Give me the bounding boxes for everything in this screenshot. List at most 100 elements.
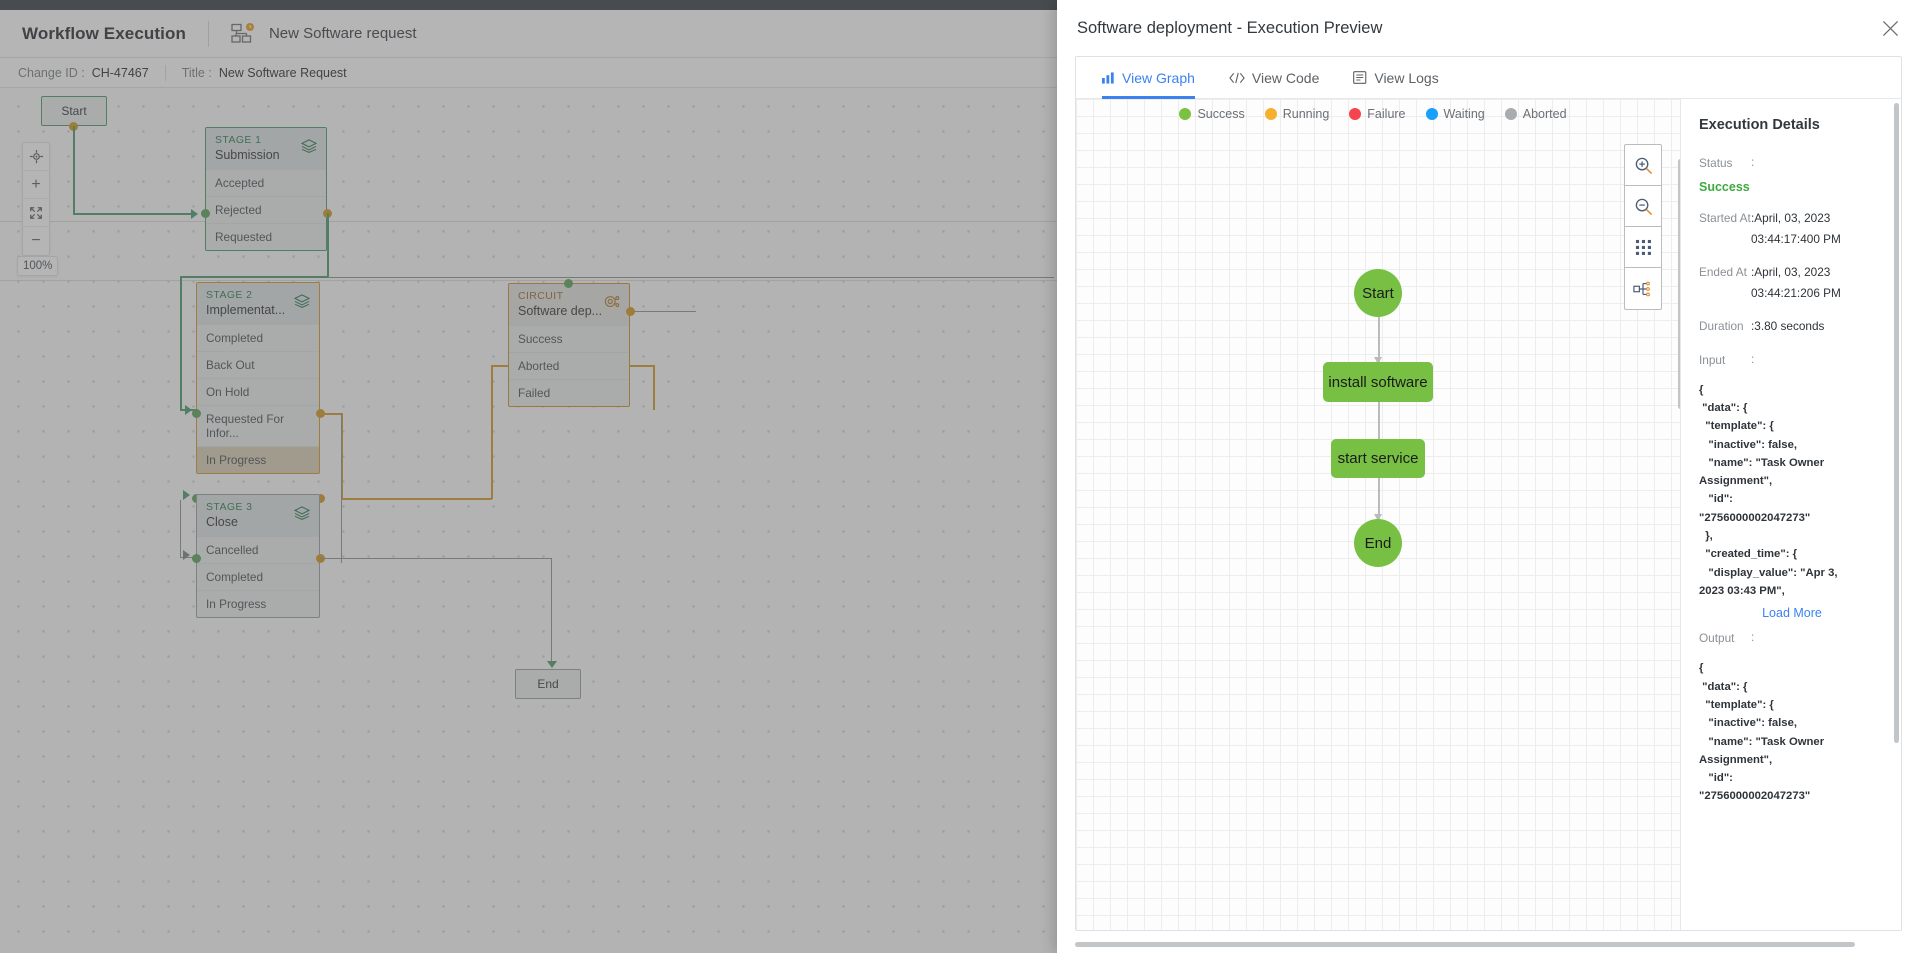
zoom-in-icon[interactable]: +	[22, 171, 50, 199]
circuit-row[interactable]: Success	[509, 325, 629, 352]
canvas-zoom-controls[interactable]: + −	[22, 142, 50, 256]
change-id-value: CH-47467	[91, 65, 149, 80]
hierarchy-icon[interactable]	[1625, 268, 1661, 309]
stage-card-2[interactable]: STAGE 2 Implementat... Completed Back Ou…	[196, 282, 320, 474]
stage-3-input-port[interactable]	[192, 554, 201, 563]
stage-3-row[interactable]: Completed	[197, 563, 319, 590]
input-colon: :	[1751, 351, 1755, 366]
execution-details-heading: Execution Details	[1699, 117, 1820, 133]
legend-label-aborted: Aborted	[1522, 107, 1567, 121]
modal-tabs: View Graph View Code	[1076, 57, 1901, 99]
details-scrollbar[interactable]	[1894, 103, 1899, 743]
code-icon	[1229, 72, 1245, 84]
circuit-row[interactable]: Failed	[509, 379, 629, 406]
input-json: { "data": { "template": { "inactive": fa…	[1699, 383, 1838, 597]
stage-2-input-port[interactable]	[192, 409, 201, 418]
stage-2-row[interactable]: On Hold	[197, 378, 319, 405]
detail-row-output: Output :	[1699, 630, 1885, 647]
flow-node-install-software[interactable]: install software	[1323, 362, 1433, 402]
stage-3-label: STAGE 3	[206, 501, 253, 513]
stage-2-name: Implementat...	[206, 303, 286, 317]
flow-node-end[interactable]: End	[1354, 519, 1402, 567]
logs-icon	[1353, 71, 1367, 84]
ended-at-time: 03:44:21:206 PM	[1751, 286, 1841, 301]
stage-1-row[interactable]: Rejected	[206, 196, 326, 223]
stage-3-row[interactable]: Cancelled	[197, 536, 319, 563]
detail-row-ended: Ended At :April, 03, 2023	[1699, 264, 1885, 281]
modal-horizontal-scrollbar[interactable]	[1075, 942, 1855, 947]
amber-conn-3	[341, 498, 492, 500]
zoom-level-label: 100%	[17, 256, 59, 276]
stage-2-output-port-2[interactable]	[316, 494, 325, 503]
flow-edge-2	[1378, 402, 1380, 446]
stage-1-row[interactable]: Requested	[206, 223, 326, 250]
zoom-out-icon[interactable]	[1625, 186, 1661, 227]
close-icon[interactable]	[1878, 16, 1902, 40]
connector-s2b-arrow	[183, 490, 190, 500]
stage-2-row[interactable]: Completed	[197, 324, 319, 351]
graph-pane[interactable]: Success Running Failure Waiting	[1076, 99, 1681, 930]
canvas-start-label: Start	[61, 104, 87, 118]
workflow-icon	[231, 22, 257, 45]
started-at-date: :April, 03, 2023	[1751, 211, 1831, 226]
flow-node-end-label: End	[1364, 534, 1392, 552]
tab-view-logs[interactable]: View Logs	[1353, 57, 1439, 99]
circuit-card[interactable]: CIRCUIT Software dep... Success Aborted	[508, 283, 630, 407]
load-more-button[interactable]: Load More	[1762, 606, 1822, 621]
circuit-row[interactable]: Aborted	[509, 352, 629, 379]
recenter-icon[interactable]	[22, 143, 50, 171]
stage-1-header: STAGE 1 Submission	[206, 128, 326, 169]
canvas-start-node[interactable]: Start	[41, 96, 107, 126]
modal-panes: Success Running Failure Waiting	[1076, 99, 1901, 930]
tab-view-code[interactable]: View Code	[1229, 57, 1319, 99]
connector-s1-h	[180, 276, 329, 278]
flow-node-start-service[interactable]: start service	[1331, 439, 1425, 478]
legend-dot-waiting	[1425, 108, 1438, 120]
circuit-output-port[interactable]	[626, 307, 635, 316]
detail-row-started-time: 03:44:17:400 PM	[1699, 231, 1885, 248]
header-divider	[207, 20, 209, 47]
workflow-canvas[interactable]: + − 100% Start	[0, 88, 1057, 953]
graph-scrollbar[interactable]	[1678, 159, 1680, 409]
canvas-end-label: End	[537, 677, 559, 691]
stage-2-row[interactable]: Requested For Infor...	[197, 405, 319, 446]
stage-2-row[interactable]: Back Out	[197, 351, 319, 378]
spacer	[1699, 340, 1885, 352]
tab-view-graph[interactable]: View Graph	[1102, 57, 1195, 99]
stage-2-row-active[interactable]: In Progress	[197, 446, 319, 473]
status-colon: :	[1751, 155, 1755, 169]
flow-edge-3	[1378, 478, 1380, 520]
legend-item-running: Running	[1264, 107, 1329, 121]
spacer	[1699, 285, 1751, 302]
stage-card-1[interactable]: STAGE 1 Submission Accepted Rejected Req…	[205, 127, 327, 251]
fit-screen-icon[interactable]	[22, 199, 50, 227]
canvas-end-node[interactable]: End	[515, 669, 581, 699]
conn-end-h	[320, 558, 552, 560]
stage-1-row[interactable]: Accepted	[206, 169, 326, 196]
amber-conn-1	[320, 413, 342, 415]
execution-details-pane[interactable]: Execution Details Status : Success Start…	[1681, 99, 1901, 930]
grid-icon[interactable]	[1625, 227, 1661, 268]
circuit-input-port[interactable]	[564, 279, 573, 288]
stage-card-3[interactable]: STAGE 3 Close Cancelled Completed In Pro…	[196, 494, 320, 618]
modal-title: Software deployment - Execution Preview	[1077, 18, 1383, 37]
zoom-out-icon[interactable]: −	[31, 232, 41, 249]
stage-3-row[interactable]: In Progress	[197, 590, 319, 617]
flow-node-start[interactable]: Start	[1354, 269, 1402, 317]
connector-s1-v	[327, 213, 329, 277]
input-label: Input	[1699, 352, 1726, 367]
zoom-in-icon[interactable]	[1625, 145, 1661, 186]
legend-item-aborted: Aborted	[1504, 107, 1567, 121]
spacer	[1699, 231, 1751, 248]
flow-edge-1	[1378, 317, 1380, 362]
connector-s3-arrow	[183, 550, 190, 560]
output-label: Output	[1699, 631, 1735, 646]
detail-row-started: Started At :April, 03, 2023	[1699, 210, 1885, 227]
stage-1-input-port[interactable]	[201, 209, 210, 218]
record-subheader: Change ID : CH-47467 Title : New Softwar…	[0, 58, 1057, 88]
graph-toolbar[interactable]	[1624, 144, 1662, 310]
connector-start-arrow	[191, 209, 198, 219]
spacer	[1699, 252, 1885, 264]
started-at-label: Started At	[1699, 211, 1751, 226]
conn-s3-v	[180, 500, 182, 558]
